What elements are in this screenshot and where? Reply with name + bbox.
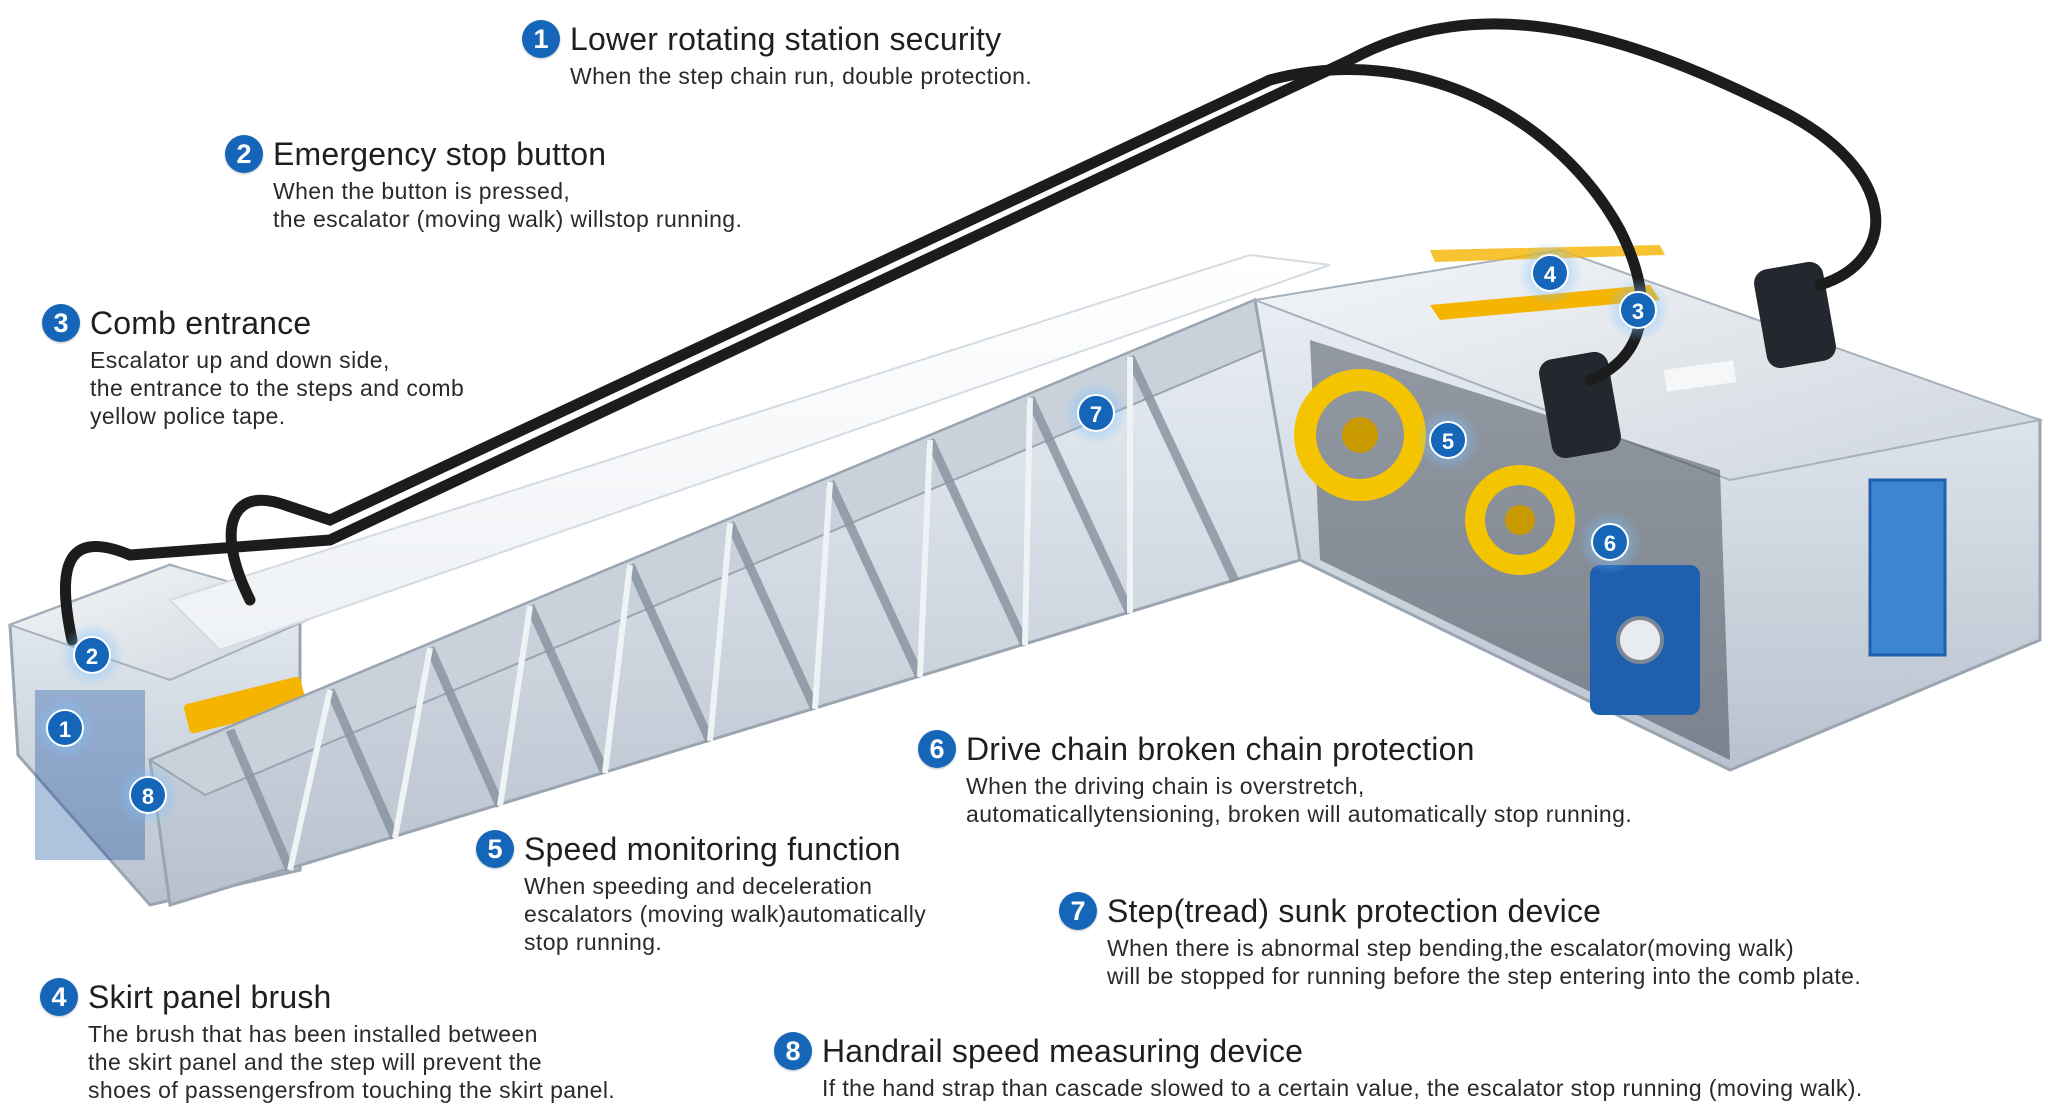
callout-text: When the driving chain is overstretch, [966,773,1365,799]
callout-title: Drive chain broken chain protection [966,730,1475,767]
callout-title: Speed monitoring function [524,830,901,867]
marker-drive-chain: 6 [1578,510,1642,574]
callout-text: When the button is pressed, [273,178,571,204]
svg-text:3: 3 [1632,299,1644,324]
callout-title: Emergency stop button [273,135,607,172]
number-badge: 3 [42,304,80,342]
callout-text: shoes of passengersfrom touching the ski… [88,1077,616,1103]
callout-title: Step(tread) sunk protection device [1107,892,1602,929]
callout-skirt-panel-brush: 4 Skirt panel brush The brush that has be… [40,978,615,1104]
callout-step-sunk: 7 Step(tread) sunk protection device When… [1059,892,1861,990]
number-badge: 4 [40,978,78,1016]
number-badge: 8 [774,1032,812,1070]
callout-text: When the step chain run, double protecti… [570,63,1033,89]
marker-skirt-panel-brush: 4 [1518,241,1582,305]
svg-text:2: 2 [86,644,98,669]
callout-emergency-stop: 2 Emergency stop button When the button i… [225,135,742,233]
callout-text: When speeding and deceleration [524,873,873,899]
svg-text:5: 5 [1442,429,1454,454]
marker-handrail-speed: 8 [116,763,180,827]
callout-text: automaticallytensioning, broken will aut… [966,801,1633,827]
callout-text: If the hand strap than cascade slowed to… [822,1075,1863,1101]
svg-text:1: 1 [59,717,71,742]
svg-text:4: 4 [1544,262,1557,287]
callout-text: stop running. [524,929,663,955]
svg-text:7: 7 [1090,402,1102,427]
marker-lower-rotating-station: 1 [33,696,97,760]
callout-comb-entrance: 3 Comb entrance Escalator up and down sid… [42,304,464,430]
callout-text: the skirt panel and the step will preven… [88,1049,542,1075]
number-badge: 6 [918,730,956,768]
marker-speed-monitoring: 5 [1416,408,1480,472]
marker-emergency-stop: 2 [60,623,124,687]
incline-truss [147,253,1331,907]
callout-text: yellow police tape. [90,403,286,429]
callout-title: Comb entrance [90,304,312,341]
number-badge: 1 [522,20,560,58]
callout-text: the escalator (moving walk) willstop run… [273,206,743,232]
number-badge: 5 [476,830,514,868]
callout-text: When there is abnormal step bending,the … [1107,935,1795,961]
callout-title: Lower rotating station security [570,20,1002,57]
callout-text: Escalator up and down side, [90,347,390,373]
svg-text:8: 8 [142,784,154,809]
callout-text: the entrance to the steps and comb [90,375,465,401]
number-badge: 2 [225,135,263,173]
callout-drive-chain: 6 Drive chain broken chain protection Whe… [918,730,1632,828]
number-badge: 7 [1059,892,1097,930]
svg-text:6: 6 [1604,531,1616,556]
callout-text: escalators (moving walk)automatically [524,901,927,927]
callout-title: Skirt panel brush [88,978,332,1015]
callout-text: The brush that has been installed betwee… [88,1021,538,1047]
callout-text: will be stopped for running before the s… [1107,963,1862,989]
marker-comb-entrance: 3 [1606,278,1670,342]
callout-speed-monitoring: 5 Speed monitoring function When speeding… [476,830,926,956]
upper-machine-room [1251,245,2044,772]
callout-lower-rotating-station: 1 Lower rotating station security When th… [522,20,1032,90]
callout-title: Handrail speed measuring device [822,1032,1304,1069]
callout-handrail-speed: 8 Handrail speed measuring device If the … [774,1032,1863,1102]
marker-step-sunk: 7 [1064,381,1128,445]
